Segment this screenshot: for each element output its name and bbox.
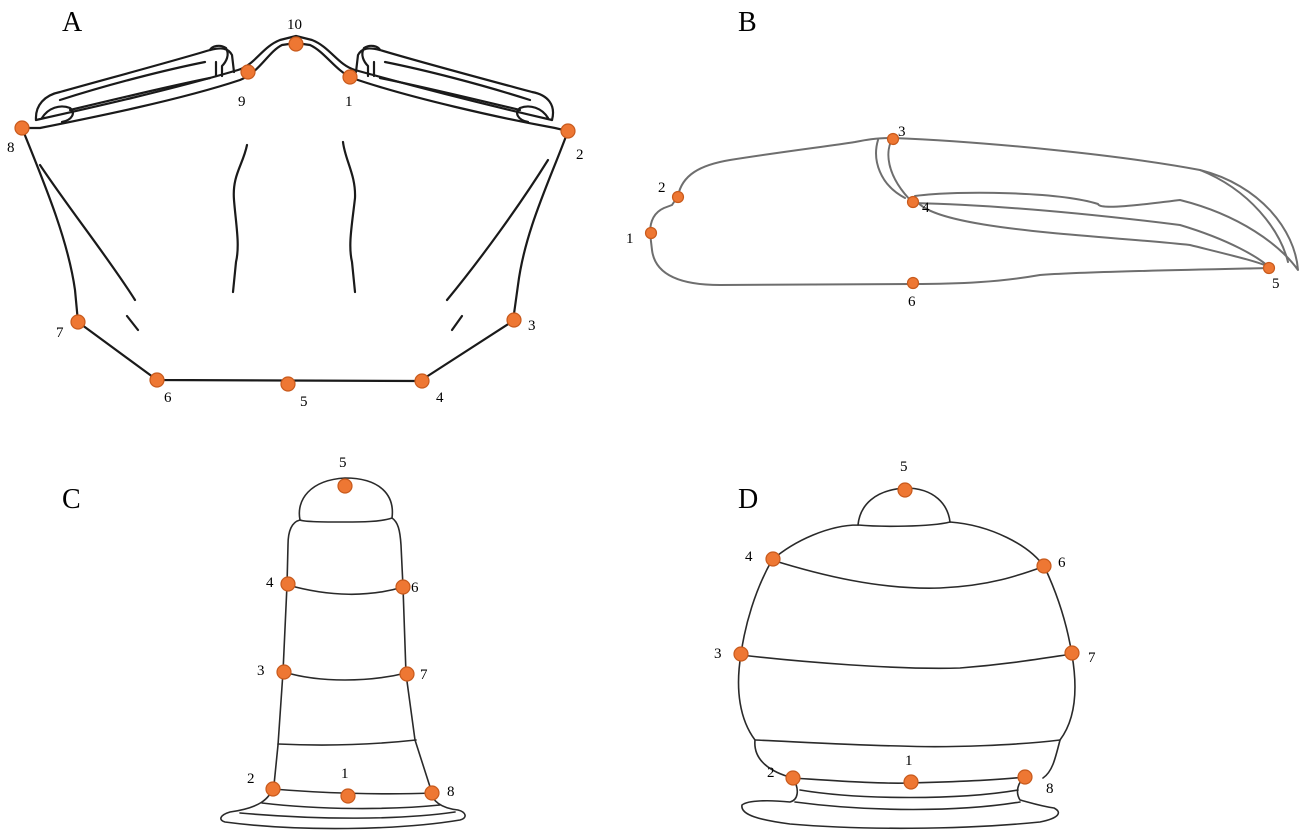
panel-a-landmark-label-10: 10 [287, 17, 302, 33]
panel-b-landmark-2 [673, 192, 684, 203]
panel-a-landmark-label-2: 2 [576, 147, 584, 163]
panel-d-segment-2 [741, 654, 1072, 668]
panel-d-landmark-label-7: 7 [1088, 650, 1096, 666]
panel-c-body-outline [274, 518, 432, 793]
panel-c-segment-2 [284, 672, 406, 680]
panel-a-landmark-3 [507, 313, 521, 327]
panel-c-landmark-7 [400, 667, 414, 681]
panel-d-landmark-label-8: 8 [1046, 781, 1054, 797]
panel-a-landmark-7 [71, 315, 85, 329]
panel-c-landmark-3 [277, 665, 291, 679]
panel-a-left-orbit [36, 48, 234, 120]
panel-c-landmark-label-1: 1 [341, 766, 349, 782]
panel-d-landmark-label-6: 6 [1058, 555, 1066, 571]
panel-d-landmark-label-1: 1 [905, 753, 913, 769]
panel-b-landmark-6 [908, 278, 919, 289]
panel-d-label: D [738, 484, 758, 515]
panel-c-base-line-2 [240, 812, 455, 818]
panel-b-landmark-label-2: 2 [658, 180, 666, 196]
panel-d-landmark-5 [898, 483, 912, 497]
panel-a-left-lateral-line [40, 165, 135, 300]
panel-c-landmark-8 [425, 786, 439, 800]
panel-c-landmark-1 [341, 789, 355, 803]
panel-b-landmark-label-6: 6 [908, 294, 916, 310]
panel-b-landmark-3 [888, 134, 899, 145]
panel-a-landmark-label-9: 9 [238, 94, 246, 110]
panel-a-landmark-label-7: 7 [56, 325, 64, 341]
panel-d-body-outline [739, 522, 1075, 778]
panel-d-landmark-6 [1037, 559, 1051, 573]
panel-a-right-orbit-inner [517, 106, 548, 122]
panel-a-landmark-label-8: 8 [7, 140, 15, 156]
panel-a-right-orbit [356, 48, 553, 120]
panel-a-left-notch [127, 316, 138, 330]
panel-b-landmark-4 [908, 197, 919, 208]
panel-c-landmark-label-3: 3 [257, 663, 265, 679]
panel-c: C 1 2 3 4 5 6 7 8 [62, 455, 465, 829]
panel-d-landmark-7 [1065, 646, 1079, 660]
panel-a-landmark-label-5: 5 [300, 394, 308, 410]
panel-a: A 1 2 3 4 [7, 7, 584, 410]
panel-a-landmark-label-1: 1 [345, 94, 353, 110]
panel-b-landmark-5 [1264, 263, 1275, 274]
panel-a-label: A [62, 7, 83, 38]
panel-d-landmark-4 [766, 552, 780, 566]
panel-a-right-groove [343, 142, 355, 292]
panel-d-segment-1 [772, 560, 1045, 588]
panel-b-landmark-label-5: 5 [1272, 276, 1280, 292]
panel-b-landmark-label-3: 3 [898, 124, 906, 140]
panel-a-landmark-1 [343, 70, 357, 84]
panel-c-landmark-label-5: 5 [339, 455, 347, 471]
panel-a-landmark-4 [415, 374, 429, 388]
panel-a-landmark-6 [150, 373, 164, 387]
panel-c-landmark-label-8: 8 [447, 784, 455, 800]
panel-a-landmark-label-6: 6 [164, 390, 172, 406]
panel-d-landmark-label-3: 3 [714, 646, 722, 662]
panel-c-label: C [62, 484, 81, 515]
panel-a-left-groove [233, 145, 247, 292]
panel-c-landmark-5 [338, 479, 352, 493]
panel-c-segment-3 [278, 740, 416, 745]
panel-c-landmark-2 [266, 782, 280, 796]
panel-d-segment-3 [755, 740, 1060, 747]
panel-b-dactyl-inner [888, 138, 913, 203]
panel-c-landmark-4 [281, 577, 295, 591]
panel-a-landmark-label-4: 4 [436, 390, 444, 406]
panel-b-label: B [738, 7, 757, 38]
panel-d-base-line-2 [795, 802, 1020, 810]
panel-a-landmark-5 [281, 377, 295, 391]
panel-d-landmark-3 [734, 647, 748, 661]
panel-a-right-notch [452, 316, 462, 330]
panel-d-base-line-1 [800, 790, 1018, 798]
panel-d-landmark-1 [904, 775, 918, 789]
panel-a-right-lateral-line [447, 160, 548, 300]
panel-b-landmark-label-4: 4 [922, 200, 930, 216]
panel-a-landmark-2 [561, 124, 575, 138]
panel-c-segment-1 [288, 585, 403, 594]
panel-a-landmark-label-3: 3 [528, 318, 536, 334]
panel-d-landmark-8 [1018, 770, 1032, 784]
panel-a-landmark-8 [15, 121, 29, 135]
panel-b-landmark-label-1: 1 [626, 231, 634, 247]
panel-d-landmark-label-4: 4 [745, 549, 753, 565]
panel-d-landmark-2 [786, 771, 800, 785]
panel-c-landmark-6 [396, 580, 410, 594]
panel-c-landmark-label-6: 6 [411, 580, 419, 596]
panel-a-landmark-10 [289, 37, 303, 51]
panel-b: B 1 2 3 4 5 6 [626, 7, 1298, 310]
panel-d-landmark-label-5: 5 [900, 459, 908, 475]
panel-c-landmark-label-4: 4 [266, 575, 274, 591]
panel-c-landmark-label-2: 2 [247, 771, 255, 787]
panel-d-landmark-label-2: 2 [767, 765, 775, 781]
panel-c-base-line-1 [262, 803, 440, 809]
panel-c-landmark-label-7: 7 [420, 667, 428, 683]
panel-b-landmark-1 [646, 228, 657, 239]
panel-d: D 1 2 3 4 5 6 7 8 [714, 459, 1096, 828]
panel-a-landmark-9 [241, 65, 255, 79]
panel-b-palm-outline [650, 138, 1298, 285]
